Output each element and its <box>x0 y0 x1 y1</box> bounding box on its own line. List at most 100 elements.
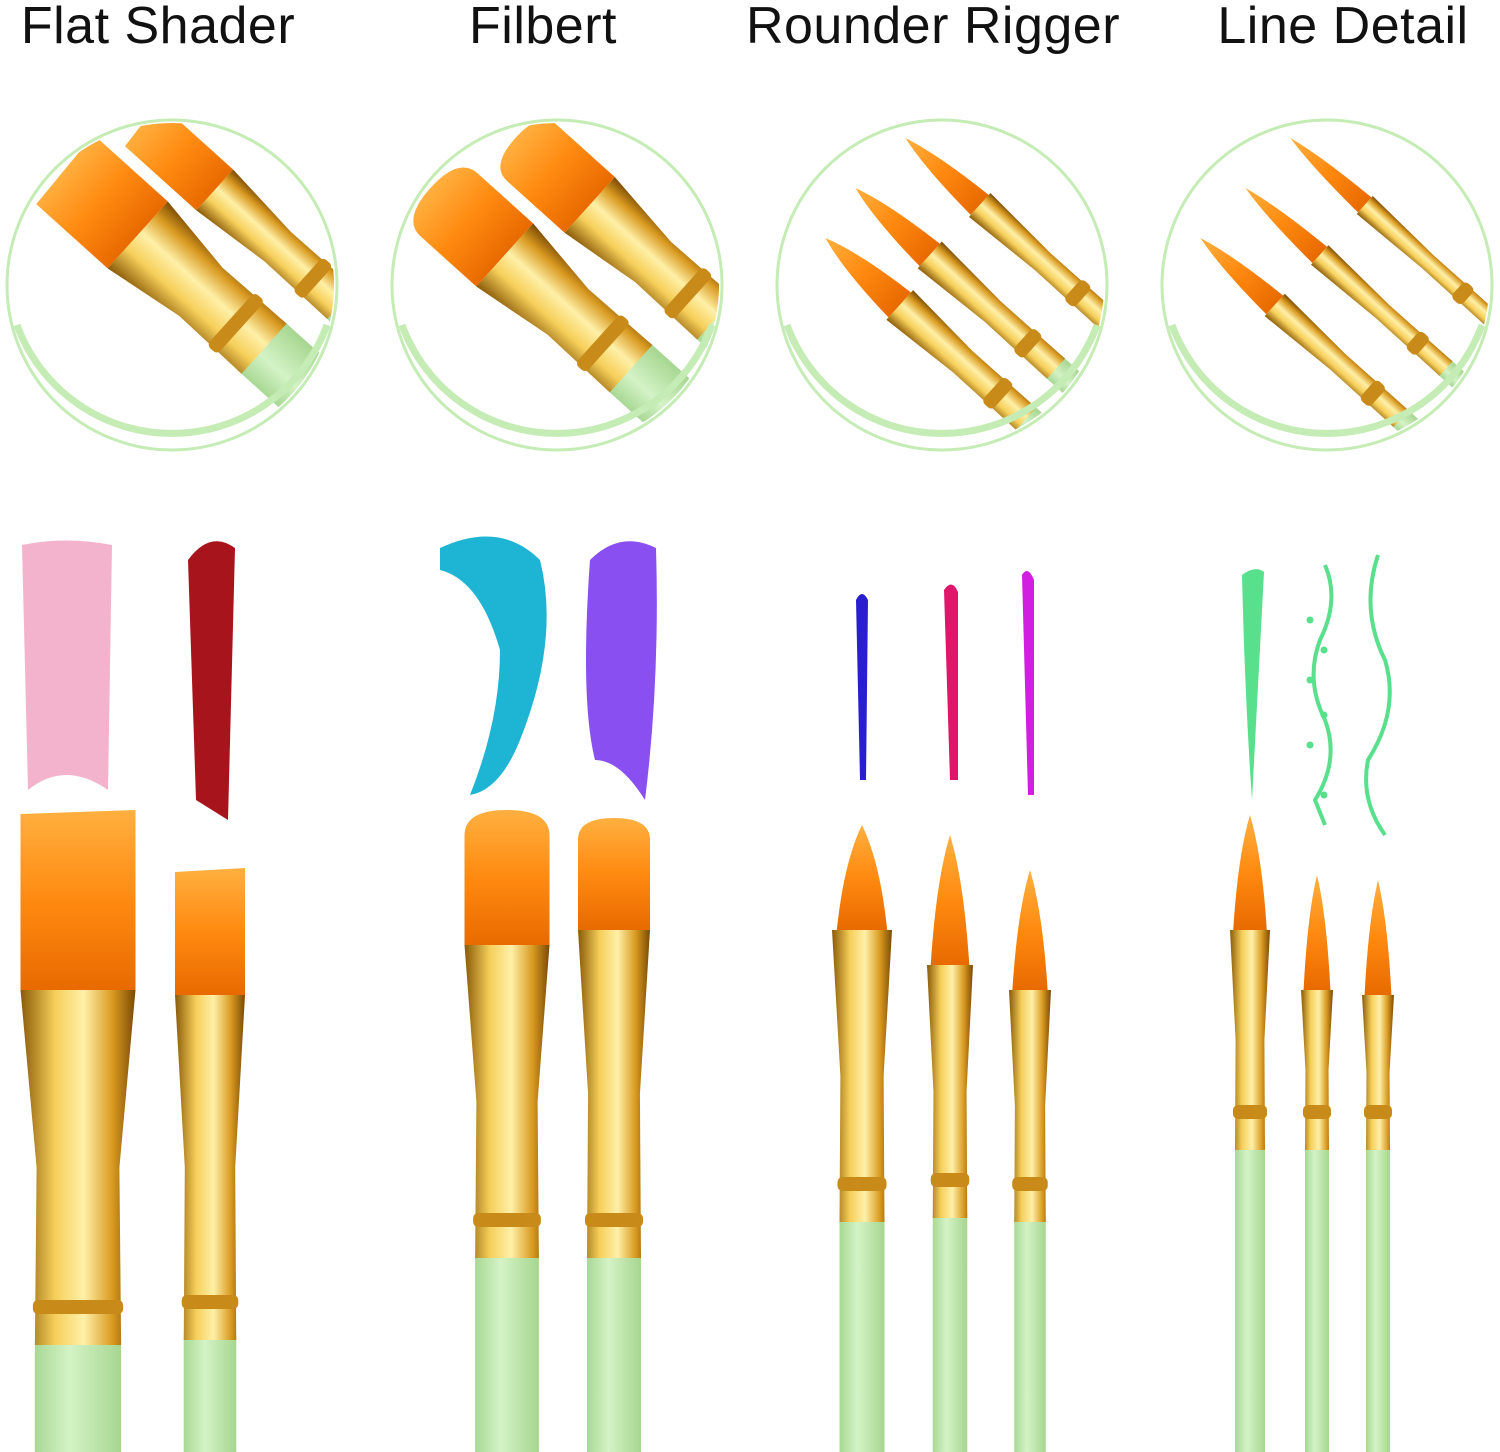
brush-handle <box>587 1253 641 1452</box>
ferrule-crimp <box>930 1173 970 1187</box>
brush-handle <box>1235 1145 1265 1452</box>
brush-5 <box>927 835 973 1452</box>
closeup-brush-1 <box>500 123 719 447</box>
brush-ferrule <box>564 177 719 340</box>
ferrule-crimp <box>1452 282 1474 305</box>
brush-bristles <box>1245 188 1328 264</box>
brush-handle <box>1305 1145 1329 1452</box>
closeup-brush-2 <box>1290 138 1489 433</box>
brush-7 <box>1230 815 1270 1452</box>
ferrule-crimp <box>473 1213 541 1227</box>
ferrule-crimp <box>1233 1105 1267 1119</box>
brush-handle <box>34 1340 122 1452</box>
brush-ferrule <box>464 945 550 1258</box>
ferrule-crimp <box>983 377 1013 409</box>
brush-ferrule <box>1230 930 1270 1150</box>
brush-bristles <box>464 810 550 945</box>
ferrule-crimp <box>1012 1177 1048 1191</box>
brush-handle <box>1435 358 1489 447</box>
closeup-brush-1 <box>124 123 334 427</box>
circle-ring <box>775 118 1109 452</box>
brush-2 <box>464 810 550 1452</box>
ferrule-crimp <box>576 315 629 372</box>
brush-bristles <box>1290 138 1372 213</box>
brush-4 <box>832 825 892 1452</box>
brush-bristles <box>36 134 168 269</box>
brush-handle <box>1389 406 1489 447</box>
ferrule-crimp <box>837 1177 887 1191</box>
brush-bristles <box>930 835 970 965</box>
closeup-circle <box>1162 120 1492 450</box>
label-rounder-rigger: Rounder Rigger <box>745 0 1121 55</box>
brush-bristles <box>413 167 534 287</box>
red-stroke <box>188 541 235 820</box>
label-flat-shader: Flat Shader <box>20 0 296 55</box>
brush-bristles <box>175 868 245 995</box>
brush-handle <box>1366 1145 1390 1452</box>
ferrule-crimp <box>1303 1105 1331 1119</box>
brush-9 <box>1362 880 1394 1452</box>
circle-ring-shadow <box>398 323 716 437</box>
ferrule-crimp <box>1364 1105 1392 1119</box>
ferrule-crimp <box>1014 329 1042 358</box>
brush-0 <box>20 810 136 1452</box>
brush-ferrule <box>20 990 136 1345</box>
wavy-stroke <box>1364 554 1392 837</box>
ferrule-crimp <box>181 1295 239 1309</box>
wavy-dotted-stroke <box>1311 564 1334 826</box>
ferrule-crimp <box>664 268 712 319</box>
ferrule-crimp <box>32 1300 124 1314</box>
brush-handle <box>1014 1217 1046 1452</box>
brush-ferrule <box>107 201 287 374</box>
circle-ring-shadow <box>13 323 331 437</box>
brush-bristles <box>1364 880 1392 995</box>
circle-ring <box>5 118 339 452</box>
brush-ferrule <box>476 223 653 393</box>
ferrule-crimp <box>294 258 332 298</box>
brush-ferrule <box>832 930 892 1222</box>
brush-bristles <box>578 818 650 930</box>
paint-dot <box>1320 791 1328 799</box>
paint-dot <box>1320 711 1328 719</box>
brush-ferrule <box>578 930 650 1258</box>
ferrule-crimp <box>1065 280 1091 307</box>
brush-3 <box>578 818 650 1452</box>
brush-bristles <box>836 825 888 930</box>
circle-ring <box>1160 118 1494 452</box>
brush-ferrule <box>175 995 245 1340</box>
brush-handle <box>1012 404 1104 447</box>
brush-handle <box>475 1253 539 1452</box>
brush-bristles <box>905 138 989 215</box>
magenta-stroke <box>944 584 958 780</box>
navy-stroke <box>856 594 868 780</box>
brush-handle <box>183 1335 237 1452</box>
brush-8 <box>1301 875 1333 1452</box>
circle-ring <box>390 118 724 452</box>
label-line-detail: Line Detail <box>1217 0 1469 55</box>
label-filbert: Filbert <box>469 0 617 55</box>
brush-bristles <box>124 123 234 211</box>
brush-handle <box>839 1217 885 1452</box>
violet-stroke <box>1022 571 1034 795</box>
brush-6 <box>1009 870 1051 1452</box>
brush-bristles <box>1200 238 1284 315</box>
brush-bristles <box>1012 870 1048 990</box>
purple-stroke <box>586 541 657 800</box>
circle-ring-shadow <box>783 323 1101 437</box>
paint-dot <box>1320 646 1328 654</box>
paint-dot <box>1306 676 1314 684</box>
brush-ferrule <box>1009 990 1051 1222</box>
brush-bristles <box>1303 875 1331 990</box>
brush-bristles <box>20 810 136 990</box>
brush-bristles <box>825 238 911 318</box>
brush-ferrule <box>1362 995 1394 1150</box>
brush-1 <box>175 868 245 1452</box>
brush-bristles <box>855 188 940 267</box>
brush-handle <box>932 1213 968 1452</box>
paint-dot <box>1306 741 1314 749</box>
brush-bristles <box>500 123 615 233</box>
ferrule-crimp <box>1406 331 1429 355</box>
ferrule-crimp <box>585 1213 643 1227</box>
blue-stroke <box>440 536 547 795</box>
